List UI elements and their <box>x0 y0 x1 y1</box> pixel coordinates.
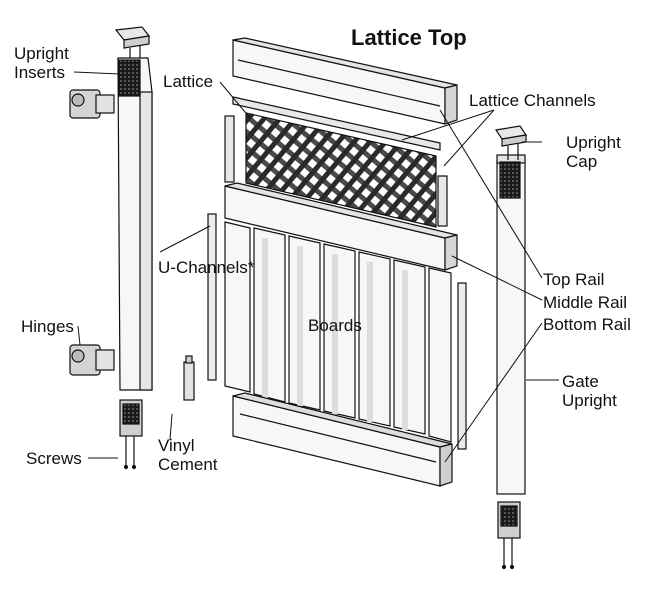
label-top-rail: Top Rail <box>543 270 605 289</box>
label-u-channels: U-Channels* <box>158 258 255 277</box>
label-upright-inserts-line1: Upright Inserts <box>14 44 76 82</box>
left-upright-insert <box>118 59 141 97</box>
lattice-panel <box>245 112 437 228</box>
label-screws: Screws <box>26 449 82 468</box>
label-vinyl-cement: Vinyl Cement <box>158 436 218 474</box>
leader-middle-rail <box>451 255 543 301</box>
leader-vinyl-cement <box>169 413 173 441</box>
label-lattice-channels: Lattice Channels <box>469 91 596 110</box>
right-bottom-insert <box>497 501 521 570</box>
lattice-channel-top <box>232 96 441 151</box>
leader-bottom-rail <box>444 322 543 463</box>
boards <box>224 221 452 443</box>
label-middle-rail: Middle Rail <box>543 293 628 312</box>
gate-upright <box>496 154 526 495</box>
lower-hinge <box>69 344 115 376</box>
leader-lattice-channels-b <box>401 109 495 141</box>
u-channel-left <box>207 213 217 381</box>
upper-hinge <box>69 89 115 119</box>
label-upright-cap: Upright Cap <box>566 133 621 171</box>
label-lattice: Lattice <box>163 72 214 91</box>
label-bottom-rail: Bottom Rail <box>543 315 631 334</box>
left-bottom-insert <box>119 399 143 470</box>
label-hinges: Hinges <box>21 317 74 336</box>
bottom-rail <box>232 392 453 487</box>
u-channel-right <box>457 282 467 450</box>
left-upright <box>117 57 153 391</box>
leader-u-channels <box>159 225 211 253</box>
leader-lattice-channels-a <box>443 109 495 167</box>
leader-lines <box>73 71 559 463</box>
label-upright-inserts: Upright Inserts <box>14 44 69 82</box>
leader-top-rail <box>439 109 543 279</box>
right-upright-insert <box>499 161 521 199</box>
label-boards: Boards <box>308 316 362 335</box>
right-upright-cap <box>494 125 528 160</box>
left-upright-cap <box>114 26 151 58</box>
lattice-channel-left <box>224 115 235 183</box>
leader-lattice <box>219 81 251 119</box>
leader-hinges <box>77 325 81 346</box>
middle-rail <box>224 182 458 271</box>
leader-upright-inserts <box>73 71 121 75</box>
diagram-title: Lattice Top <box>351 25 467 50</box>
label-gate-upright: Gate Upright <box>562 372 617 410</box>
top-rail <box>232 37 458 125</box>
lattice-channel-right <box>437 175 448 227</box>
vinyl-cement-tube <box>183 355 195 401</box>
